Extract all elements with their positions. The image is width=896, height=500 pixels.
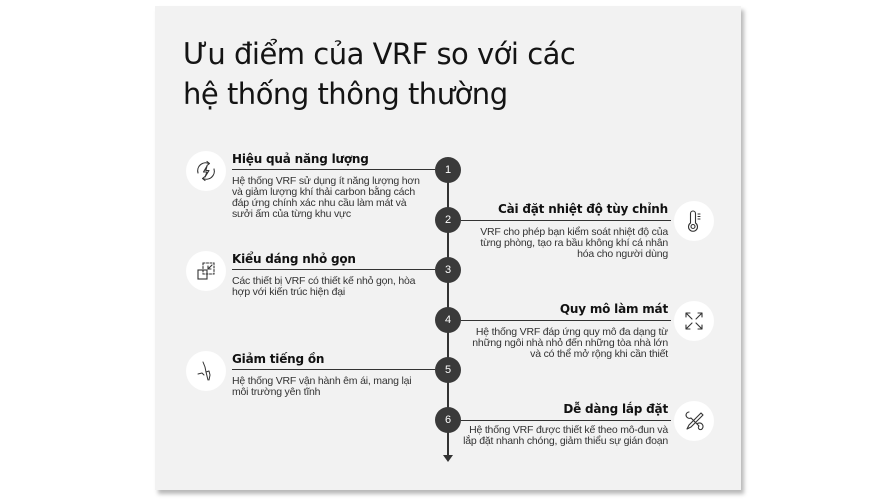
- step-number-badge: 4: [435, 307, 461, 333]
- energy-cycle-bolt-icon: [186, 151, 226, 191]
- page-title: Ưu điểm của VRF so với các hệ thống thôn…: [183, 34, 703, 114]
- item-title: Quy mô làm mát: [559, 302, 668, 316]
- connector-line: [461, 220, 671, 221]
- resize-shrink-icon: [186, 251, 226, 291]
- step-number-badge: 3: [435, 257, 461, 283]
- connector-line: [232, 369, 435, 370]
- wrench-screwdriver-icon: [674, 401, 714, 441]
- item-description: Hệ thống VRF được thiết kế theo mô-đun v…: [463, 424, 668, 447]
- step-number-badge: 6: [435, 407, 461, 433]
- item-description: Các thiết bị VRF có thiết kế nhỏ gọn, hò…: [232, 275, 416, 298]
- thermometer-icon: [674, 201, 714, 241]
- item-title: Cài đặt nhiệt độ tùy chỉnh: [498, 202, 668, 216]
- step-number-badge: 2: [435, 207, 461, 233]
- step-number-badge: 5: [435, 357, 461, 383]
- item-description: VRF cho phép bạn kiểm soát nhiệt độ của …: [480, 226, 668, 260]
- timeline-arrow-down-icon: [443, 455, 453, 462]
- item-title: Hiệu quả năng lượng: [232, 152, 369, 166]
- item-description: Hệ thống VRF vận hành êm ái, mang lại mô…: [232, 375, 412, 398]
- connector-line: [232, 169, 435, 170]
- connector-line: [461, 320, 671, 321]
- title-line-1: Ưu điểm của VRF so với các: [183, 37, 576, 71]
- item-title: Giảm tiếng ồn: [232, 352, 325, 366]
- item-description: Hệ thống VRF đáp ứng quy mô đa dạng từ n…: [472, 326, 668, 360]
- step-number-badge: 1: [435, 157, 461, 183]
- item-title: Dễ dàng lắp đặt: [563, 402, 668, 416]
- quiet-hand-gesture-icon: [186, 351, 226, 391]
- connector-line: [232, 269, 435, 270]
- item-description: Hệ thống VRF sử dụng ít năng lượng hơn v…: [232, 175, 420, 220]
- expand-arrows-icon: [674, 301, 714, 341]
- title-line-2: hệ thống thông thường: [183, 77, 508, 111]
- item-title: Kiểu dáng nhỏ gọn: [232, 252, 356, 266]
- connector-line: [461, 420, 671, 421]
